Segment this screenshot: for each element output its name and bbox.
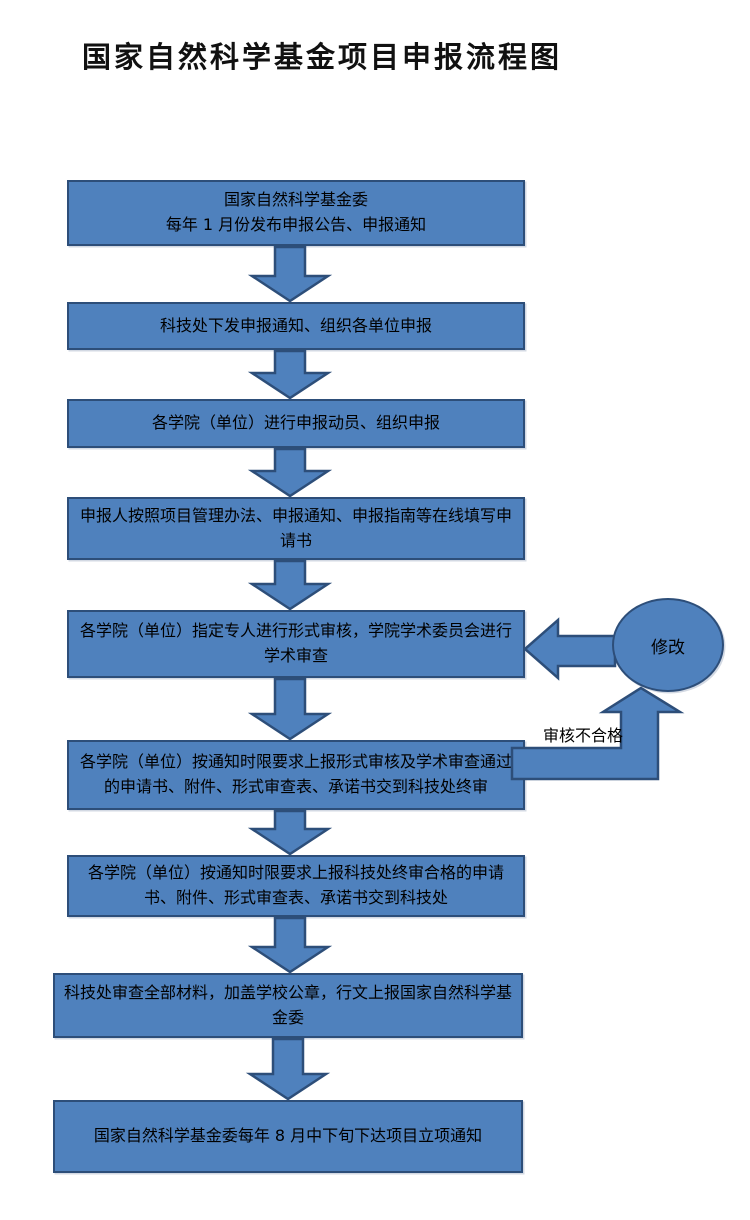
down-arrow-2: [247, 349, 333, 400]
down-arrow-6: [247, 809, 333, 856]
flow-step-6: 各学院（单位）按通知时限要求上报形式审核及学术审查通过的申请书、附件、形式审查表…: [67, 740, 525, 810]
flow-step-9-label: 国家自然科学基金委每年 8 月中下旬下达项目立项通知: [93, 1126, 483, 1146]
down-arrow-7: [247, 916, 333, 974]
down-arrow-3: [247, 447, 333, 498]
flow-step-4-label: 申报人按照项目管理办法、申报通知、申报指南等在线填写申请书: [79, 505, 512, 550]
flow-step-5-label: 各学院（单位）指定专人进行形式审核，学院学术委员会进行学术审查: [79, 621, 512, 665]
flow-step-1: 国家自然科学基金委 每年 1 月份发布申报公告、申报通知: [67, 180, 525, 246]
flow-step-8-label: 科技处审查全部材料，加盖学校公章，行文上报国家自然科学基金委: [63, 982, 512, 1027]
modify-node-label: 修改: [651, 637, 685, 658]
flow-step-7: 各学院（单位）按通知时限要求上报科技处终审合格的申请书、附件、形式审查表、承诺书…: [67, 855, 525, 917]
flow-step-2: 科技处下发申报通知、组织各单位申报: [67, 302, 525, 350]
flow-step-3-label: 各学院（单位）进行申报动员、组织申报: [151, 413, 440, 433]
flow-step-7-label: 各学院（单位）按通知时限要求上报科技处终审合格的申请书、附件、形式审查表、承诺书…: [87, 863, 504, 907]
down-arrow-4: [247, 559, 333, 611]
down-arrow-1: [247, 245, 333, 303]
flow-step-3: 各学院（单位）进行申报动员、组织申报: [67, 399, 525, 448]
fail-branch-label: 审核不合格: [543, 726, 624, 745]
flow-step-4: 申报人按照项目管理办法、申报通知、申报指南等在线填写申请书: [67, 497, 525, 560]
flow-step-2-label: 科技处下发申报通知、组织各单位申报: [159, 315, 432, 335]
flow-step-5: 各学院（单位）指定专人进行形式审核，学院学术委员会进行学术审查: [67, 610, 525, 678]
down-arrow-8: [245, 1037, 331, 1101]
modify-node: 修改: [612, 598, 724, 692]
down-arrow-5: [247, 677, 333, 741]
modify-return-arrow: [523, 617, 617, 681]
flow-step-1-label: 国家自然科学基金委 每年 1 月份发布申报公告、申报通知: [165, 190, 427, 234]
flow-step-8: 科技处审查全部材料，加盖学校公章，行文上报国家自然科学基金委: [53, 973, 523, 1038]
page-title: 国家自然科学基金项目申报流程图: [82, 40, 563, 74]
flow-step-6-label: 各学院（单位）按通知时限要求上报形式审核及学术审查通过的申请书、附件、形式审查表…: [79, 752, 512, 796]
flow-step-9: 国家自然科学基金委每年 8 月中下旬下达项目立项通知: [53, 1100, 523, 1173]
fail-branch-bent-arrow: [510, 686, 685, 781]
